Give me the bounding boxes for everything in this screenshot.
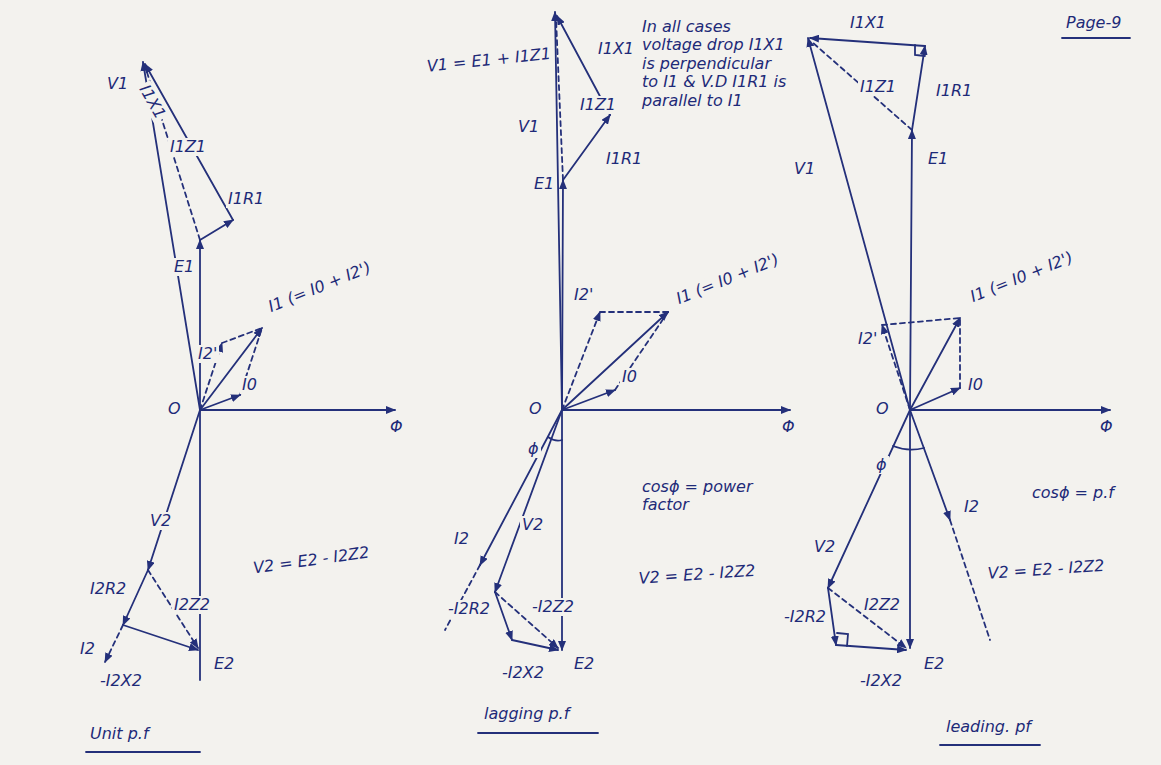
phasor-label: Unit p.f (88, 725, 151, 743)
phasor-label: In all cases voltage drop I1X1 is perpen… (640, 18, 794, 110)
phasor-label: E1 (926, 150, 950, 168)
phasor-label: Page-9 (1064, 14, 1123, 32)
phasor-label: E1 (172, 258, 196, 276)
phasor-label: I1R1 (934, 82, 974, 100)
phasor-label: V2 (812, 538, 837, 556)
phasor-label: I1 (= I0 + I2') (264, 258, 375, 317)
phasor-label: E1 (532, 175, 556, 193)
phasor-label: I0 (966, 376, 985, 394)
phasor-label: I2 (452, 530, 471, 548)
phasor-label: I1R1 (226, 190, 266, 208)
phasor-label: O (527, 400, 544, 418)
phasor-label: V2 (148, 512, 173, 530)
phasor-label: I2' (196, 345, 219, 363)
phasor-label: I2Z2 (172, 596, 212, 614)
phasor-label: E2 (922, 655, 946, 673)
phasor-label: -I2X2 (98, 672, 144, 690)
phasor-label: Φ (1098, 418, 1115, 436)
phasor-label: Φ (388, 418, 405, 436)
phasor-label: I1Z1 (858, 78, 898, 96)
phasor-label: I1X1 (848, 14, 888, 32)
phasor-label: leading. pf (944, 718, 1033, 736)
phasor-label: I1Z1 (578, 96, 618, 114)
phasor-label: I2 (962, 498, 981, 516)
phasor-label: cosϕ = power factor (640, 478, 774, 515)
phasor-label: V2 (520, 516, 545, 534)
phasor-label: I1 (= I0 + I2') (966, 248, 1077, 307)
phasor-label: I1R1 (604, 150, 644, 168)
phasor-label: V1 (516, 118, 541, 136)
phasor-label: O (874, 400, 891, 418)
phasor-label: I2Z2 (862, 596, 902, 614)
phasor-label: -I2R2 (446, 600, 492, 618)
phasor-label: V1 (792, 160, 817, 178)
phasor-label: I1 (= I0 + I2') (672, 250, 783, 309)
phasor-label: I2R2 (88, 580, 128, 598)
phasor-label: V2 = E2 - I2Z2 (636, 562, 758, 589)
phasor-label: cosϕ = p.f (1030, 484, 1116, 502)
phasor-label: E2 (572, 655, 596, 673)
phasor-label: -I2X2 (858, 672, 904, 690)
phasor-label: V1 = E1 + I1Z1 (424, 45, 554, 77)
phasor-label: I2' (572, 286, 595, 304)
phasor-label: V2 = E2 - I2Z2 (985, 557, 1107, 584)
phasor-label: lagging p.f (482, 705, 571, 723)
phasor-label: -I2X2 (500, 664, 546, 682)
phasor-label: I1X1 (134, 80, 170, 124)
phasor-label: I1X1 (596, 40, 636, 58)
phasor-label: I0 (620, 368, 639, 386)
phasor-label: O (166, 400, 183, 418)
phasor-label: -I2Z2 (530, 598, 576, 616)
phasor-label: ϕ (874, 456, 889, 474)
phasor-label: ϕ (526, 440, 541, 458)
phasor-label: -I2R2 (782, 608, 828, 626)
phasor-label: V1 (105, 75, 130, 93)
phasor-label: E2 (212, 655, 236, 673)
phasor-label: V2 = E2 - I2Z2 (250, 543, 372, 578)
phasor-label: I1Z1 (168, 138, 208, 156)
phasor-label: Φ (780, 418, 797, 436)
phasor-label: I2 (78, 640, 97, 658)
phasor-label: I2' (856, 330, 879, 348)
phasor-label: I0 (240, 376, 259, 394)
